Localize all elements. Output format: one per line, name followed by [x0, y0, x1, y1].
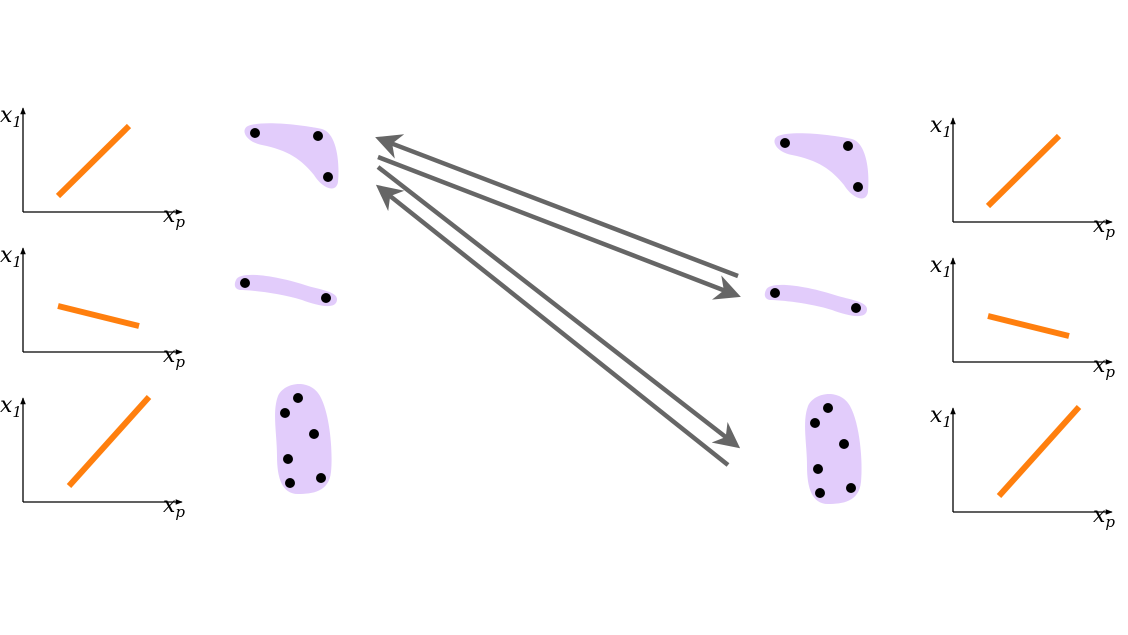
left-cluster-2: [234, 274, 338, 307]
x-axis-label: xp: [1093, 213, 1115, 241]
arrow-left1-to-right2: [377, 154, 741, 300]
data-point: [250, 128, 260, 138]
data-point: [780, 138, 790, 148]
data-point: [240, 278, 250, 288]
x-axis-label: xp: [163, 493, 185, 521]
cluster-blob: [234, 274, 338, 307]
data-point: [313, 131, 323, 141]
data-point: [839, 439, 849, 449]
trend-line: [987, 313, 1070, 339]
data-point: [853, 182, 863, 192]
data-point: [309, 429, 319, 439]
trend-line: [66, 394, 152, 489]
arrow-left1-to-right3: [376, 165, 741, 449]
y-axis-label: x1: [930, 403, 952, 431]
trend-line: [985, 133, 1062, 209]
mapping-arrows: [375, 134, 741, 467]
data-point: [813, 464, 823, 474]
data-point: [316, 473, 326, 483]
y-axis-label: x1: [0, 103, 22, 131]
right-cluster-2: [764, 284, 868, 317]
left-plot-1: x1 xp: [0, 103, 185, 231]
y-axis-label: x1: [930, 253, 952, 281]
left-cluster-1: [244, 123, 339, 189]
right-cluster-1: [774, 133, 869, 199]
y-axis-label: x1: [930, 113, 952, 141]
data-point: [810, 418, 820, 428]
arrow-right3-to-left1: [375, 184, 730, 467]
x-axis-label: xp: [163, 203, 185, 231]
left-plot-2: x1 xp: [0, 243, 185, 371]
right-plot-1: x1 xp: [930, 113, 1115, 241]
data-point: [770, 288, 780, 298]
trend-line: [55, 123, 132, 199]
data-point: [321, 293, 331, 303]
x-axis-label: xp: [1093, 503, 1115, 531]
x-axis-label: xp: [163, 343, 185, 371]
data-point: [293, 393, 303, 403]
data-point: [280, 408, 290, 418]
x-axis-label: xp: [1093, 353, 1115, 381]
arrow-right2-to-left1: [375, 134, 739, 279]
cluster-blob: [764, 284, 868, 317]
data-point: [283, 454, 293, 464]
right-cluster-3: [805, 393, 862, 504]
left-plot-3: x1 xp: [0, 393, 185, 521]
right-plot-3: x1 xp: [930, 403, 1115, 531]
data-point: [285, 478, 295, 488]
data-point: [843, 141, 853, 151]
data-point: [823, 403, 833, 413]
y-axis-label: x1: [0, 393, 22, 421]
trend-line: [57, 303, 140, 329]
right-plot-2: x1 xp: [930, 253, 1115, 381]
y-axis-label: x1: [0, 243, 22, 271]
data-point: [846, 483, 856, 493]
data-point: [851, 303, 861, 313]
trend-line: [996, 404, 1082, 499]
data-point: [323, 172, 333, 182]
left-cluster-3: [275, 383, 332, 494]
data-point: [815, 488, 825, 498]
